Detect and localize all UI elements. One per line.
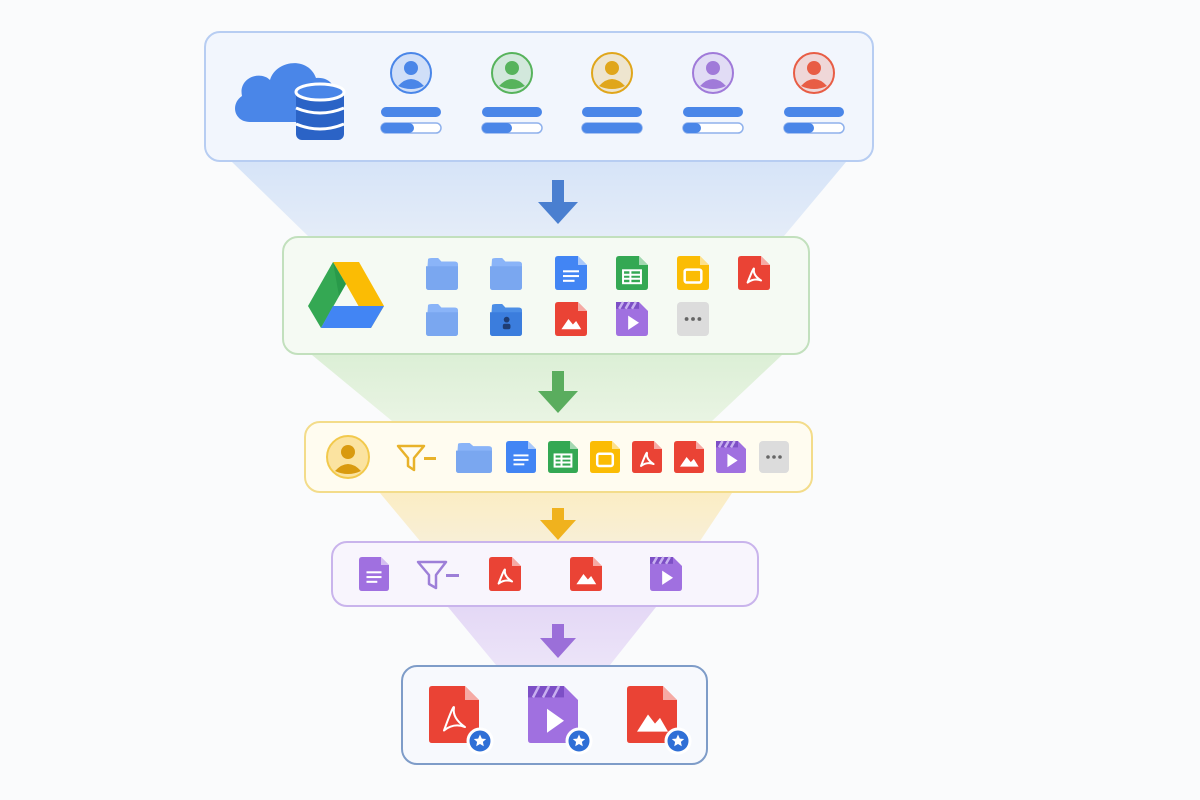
user-avatar-icon [692,52,734,94]
sheets-icon [548,441,578,473]
shared-folder-icon [490,304,522,336]
user-avatar-icon [326,435,370,479]
database-icon [294,82,346,140]
image-icon [674,441,704,473]
user-quota-fill [381,123,414,133]
user-name-bar [482,107,542,117]
user-profile-2 [481,52,543,134]
slides-icon [677,256,709,290]
user-name-bar [683,107,743,117]
folder-icon [456,443,492,473]
user-quota-fill [784,123,814,133]
user-name-bar [784,107,844,117]
user-quota-fill [482,123,512,133]
arrow-down-icon [540,624,576,658]
type-filter-panel [331,541,759,607]
docs-icon [506,441,536,473]
user-avatar-icon [491,52,533,94]
folder-icon [426,304,458,336]
filter-icon [416,560,459,590]
funnel-segment-1 [232,162,846,236]
folder-icon [490,258,522,290]
user-profile-1 [380,52,442,134]
arrow-down-icon [538,180,578,224]
star-badge-icon [466,727,494,755]
more-icon [759,441,789,473]
arrow-down-icon [540,508,576,540]
cloud-storage-icon [235,63,346,140]
google-drive-logo [308,262,384,328]
funnel-segment-2 [312,355,782,421]
user-avatar-icon [390,52,432,94]
pdf-icon [738,256,770,290]
user-name-bar [381,107,441,117]
filter-icon [396,444,436,472]
star-badge-icon [565,727,593,755]
user-profile-4 [682,52,744,134]
pdf-icon [489,557,521,591]
image-icon [555,302,587,336]
user-avatar-icon [793,52,835,94]
user-quota-fill [683,123,701,133]
star-badge-icon [664,727,692,755]
doc-icon [359,557,389,591]
user-name-bar [582,107,642,117]
starred-video-icon [528,685,593,755]
image-icon [570,557,602,591]
slides-icon [590,441,620,473]
pdf-icon [632,441,662,473]
user-quota-fill [582,123,642,133]
folder-icon [426,258,458,290]
user-profile-5 [783,52,845,134]
video-icon [616,301,648,336]
starred-pdf-icon [429,686,494,755]
starred-image-icon [627,686,692,755]
sheets-icon [616,256,648,290]
video-icon [716,440,746,473]
more-icon [677,302,709,336]
video-icon [650,556,682,591]
arrow-down-icon [538,371,578,413]
user-avatar-icon [591,52,633,94]
user-profile-3 [581,52,643,134]
docs-icon [555,256,587,290]
